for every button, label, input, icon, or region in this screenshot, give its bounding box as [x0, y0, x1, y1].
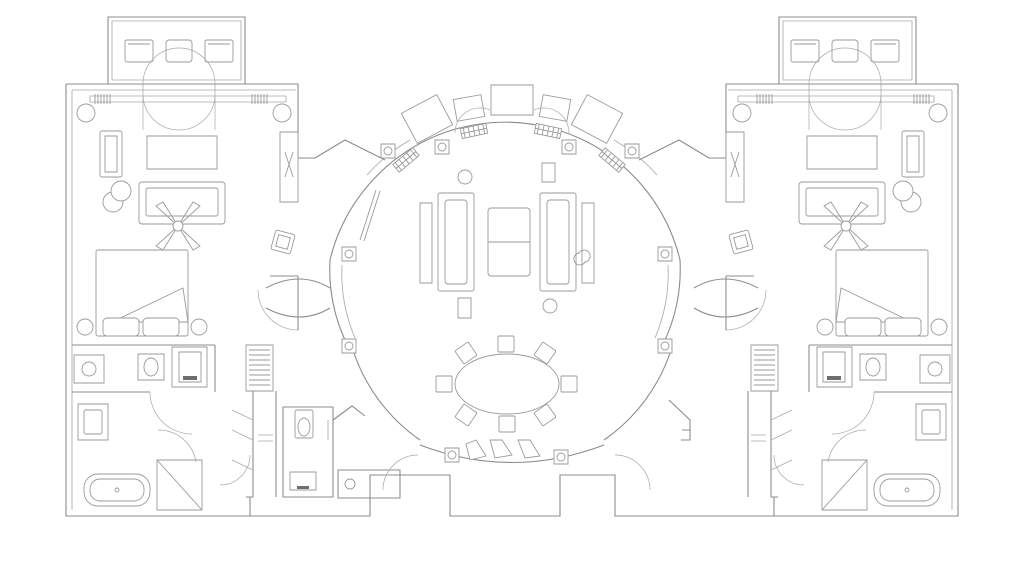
- service-core: [283, 400, 690, 498]
- left-suite: [65, 16, 316, 517]
- window-bay-seating: [380, 85, 640, 173]
- lounge-seating: [360, 163, 594, 318]
- right-suite: [708, 16, 959, 517]
- dining-set: [435, 335, 578, 465]
- central-rotunda: [250, 122, 774, 516]
- corridor-doors: [220, 455, 804, 485]
